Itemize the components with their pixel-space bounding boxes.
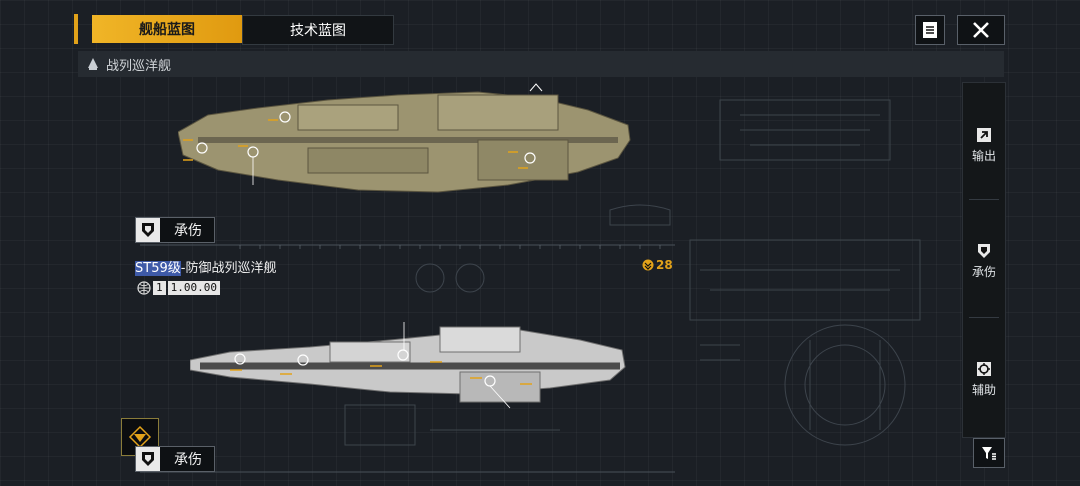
filter-icon xyxy=(982,447,996,460)
category-bar: 战列巡洋舰 xyxy=(78,51,1004,77)
ship-name: ST59级-防御战列巡洋舰 xyxy=(135,257,276,276)
shield-icon xyxy=(136,218,160,242)
notes-button[interactable] xyxy=(915,15,945,45)
ship-count: 1 1.00.00 xyxy=(137,280,220,296)
ship-image-lower[interactable] xyxy=(190,322,630,412)
role-badge-tank-lower[interactable]: 承伤 xyxy=(135,446,215,472)
role-label-lower: 承伤 xyxy=(174,452,202,468)
header-accent xyxy=(74,14,78,44)
side-item-label: 输出 xyxy=(971,149,996,163)
category-label: 战列巡洋舰 xyxy=(106,58,172,74)
ship-name-prefix: ST59级 xyxy=(135,261,181,276)
blueprint-tabs: 舰船蓝图 技术蓝图 xyxy=(76,15,396,45)
globe-icon xyxy=(137,281,151,295)
role-badge-tank-upper[interactable]: 承伤 xyxy=(135,217,215,243)
export-arrow-icon xyxy=(977,128,991,142)
document-icon xyxy=(923,22,937,38)
tab-ship-blueprint[interactable]: 舰船蓝图 xyxy=(92,15,242,43)
side-item-label: 承伤 xyxy=(971,265,996,279)
close-icon xyxy=(973,22,989,38)
side-item-tank[interactable]: 承伤 xyxy=(963,243,1005,280)
shield-icon xyxy=(136,447,160,471)
ship-class-icon xyxy=(88,58,98,70)
support-icon xyxy=(977,362,991,376)
shield-icon xyxy=(978,244,990,258)
close-button[interactable] xyxy=(957,15,1005,45)
divider xyxy=(969,199,999,200)
side-item-output[interactable]: 输出 xyxy=(963,127,1005,164)
count-timer: 1.00.00 xyxy=(167,281,220,295)
count-value: 1 xyxy=(153,281,166,295)
role-label-upper: 承伤 xyxy=(174,223,202,239)
side-item-label: 辅助 xyxy=(971,383,996,397)
filter-button[interactable] xyxy=(973,438,1005,468)
ship-name-suffix: -防御战列巡洋舰 xyxy=(180,261,277,276)
divider xyxy=(969,317,999,318)
side-item-support[interactable]: 辅助 xyxy=(963,361,1005,398)
power-icon xyxy=(642,259,654,271)
role-filter-panel: 输出 承伤 辅助 xyxy=(962,82,1006,438)
ship-image-upper[interactable] xyxy=(178,80,633,205)
tab-tech-blueprint[interactable]: 技术蓝图 xyxy=(242,15,394,45)
power-indicator: 28 xyxy=(642,258,673,272)
power-value: 28 xyxy=(656,258,673,272)
